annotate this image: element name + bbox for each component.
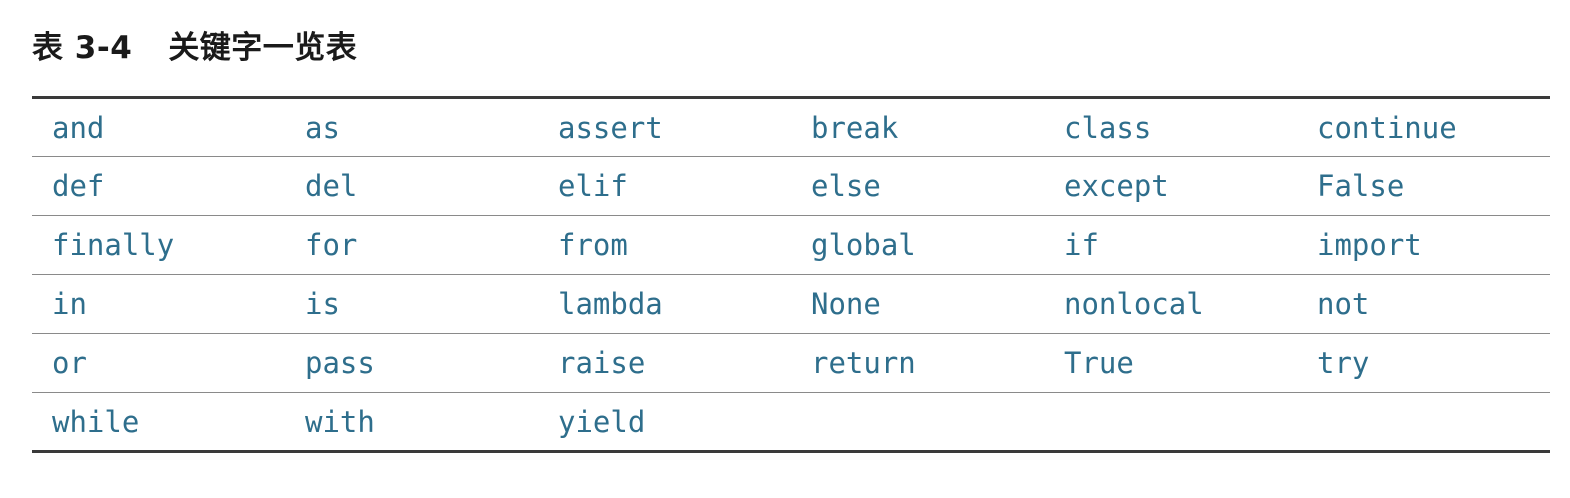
keyword-cell: lambda [538,274,791,334]
keyword-cell: pass [285,333,538,393]
keyword-cell: None [791,274,1044,334]
keyword-cell: finally [32,215,285,275]
keyword-cell: def [32,156,285,216]
table-row: while with yield [32,392,1550,453]
keyword-cell: raise [538,333,791,393]
keyword-cell: and [32,96,285,157]
keyword-cell: assert [538,96,791,157]
keyword-cell: return [791,333,1044,393]
keywords-table: and as assert break class continue def d… [32,96,1550,453]
keyword-cell: else [791,156,1044,216]
keyword-cell [1297,392,1550,453]
keyword-cell: from [538,215,791,275]
keyword-cell: import [1297,215,1550,275]
table-row: or pass raise return True try [32,333,1550,393]
keyword-cell: nonlocal [1044,274,1297,334]
keyword-cell: yield [538,392,791,453]
keyword-cell: if [1044,215,1297,275]
keyword-cell [1044,392,1297,453]
keyword-cell: in [32,274,285,334]
keyword-cell: True [1044,333,1297,393]
table-title: 关键字一览表 [168,29,358,66]
keyword-cell: for [285,215,538,275]
table-row: finally for from global if import [32,215,1550,275]
table-row: def del elif else except False [32,156,1550,216]
table-number: 表 3-4 [32,29,133,66]
keyword-cell: not [1297,274,1550,334]
keyword-cell: elif [538,156,791,216]
table-caption: 表 3-4 关键字一览表 [32,22,357,66]
table-row: and as assert break class continue [32,96,1550,157]
keyword-cell: while [32,392,285,453]
keyword-cell: except [1044,156,1297,216]
keyword-cell: global [791,215,1044,275]
keyword-cell [791,392,1044,453]
keyword-cell: or [32,333,285,393]
table-row: in is lambda None nonlocal not [32,274,1550,334]
keyword-cell: try [1297,333,1550,393]
keyword-cell: class [1044,96,1297,157]
keyword-cell: False [1297,156,1550,216]
keyword-cell: break [791,96,1044,157]
keyword-cell: as [285,96,538,157]
keyword-cell: is [285,274,538,334]
keyword-cell: with [285,392,538,453]
keyword-cell: del [285,156,538,216]
keyword-cell: continue [1297,96,1550,157]
